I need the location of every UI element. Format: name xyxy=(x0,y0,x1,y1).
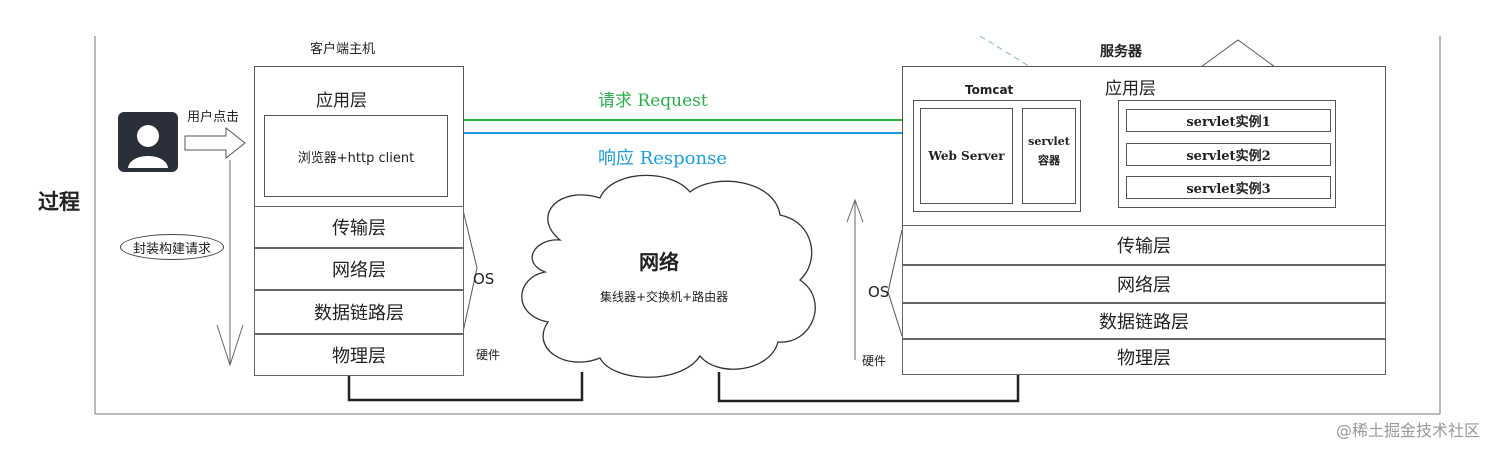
user-click-label: 用户点击 xyxy=(187,110,240,125)
client-os-label: OS xyxy=(473,270,495,288)
client-os-brace xyxy=(462,209,478,333)
server-os-brace xyxy=(887,229,903,337)
web-server-label: Web Server xyxy=(928,149,1005,163)
server-transport-label: 传输层 xyxy=(1117,236,1171,257)
client-datalink-layer: 数据链路层 xyxy=(254,290,464,334)
server-physical-label: 物理层 xyxy=(1117,348,1171,369)
server-transport-layer: 传输层 xyxy=(902,225,1386,265)
network-cloud-shape xyxy=(521,174,816,378)
client-datalink-label: 数据链路层 xyxy=(314,303,404,324)
server-network-label: 网络层 xyxy=(1117,275,1171,296)
server-app-layer-label: 应用层 xyxy=(1105,79,1156,99)
user-click-arrow xyxy=(184,126,246,160)
client-physical-label: 物理层 xyxy=(332,346,386,367)
client-physical-layer: 物理层 xyxy=(254,334,464,376)
server-network-layer: 网络层 xyxy=(902,265,1386,303)
client-hardware-label: 硬件 xyxy=(476,348,501,362)
server-os-label: OS xyxy=(868,283,890,301)
client-title: 客户端主机 xyxy=(310,42,376,57)
server-datalink-label: 数据链路层 xyxy=(1099,312,1189,333)
servlet-instance-1-label: servlet实例1 xyxy=(1186,115,1271,130)
client-network-layer: 网络层 xyxy=(254,248,464,290)
servlet-instance-2-label: servlet实例2 xyxy=(1186,149,1271,164)
tomcat-label: Tomcat xyxy=(965,83,1014,97)
server-physical-layer: 物理层 xyxy=(902,339,1386,375)
server-up-arrowhead xyxy=(846,198,864,223)
client-transport-layer: 传输层 xyxy=(254,206,464,248)
servlet-container-label-1: servlet xyxy=(1028,135,1070,148)
cloud-server-connector xyxy=(717,372,1020,403)
client-app-layer-label: 应用层 xyxy=(316,91,367,111)
encapsulate-label: 封装构建请求 xyxy=(132,241,211,257)
user-icon xyxy=(118,112,178,172)
servlet-instance-3-label: servlet实例3 xyxy=(1186,182,1271,197)
server-title: 服务器 xyxy=(1100,44,1142,60)
client-cloud-connector xyxy=(347,372,584,402)
servlet-instance-2: servlet实例2 xyxy=(1126,143,1331,166)
server-datalink-layer: 数据链路层 xyxy=(902,303,1386,339)
request-label: 请求 Request xyxy=(598,91,708,111)
browser-box: 浏览器+http client xyxy=(264,115,448,197)
servlet-instance-1: servlet实例1 xyxy=(1126,109,1331,132)
process-label: 过程 xyxy=(38,190,80,214)
client-network-label: 网络层 xyxy=(332,260,386,281)
encapsulate-request-ellipse: 封装构建请求 xyxy=(120,234,224,260)
watermark-text: @稀土掘金技术社区 xyxy=(1336,421,1481,440)
servlet-container-label-2: 容器 xyxy=(1038,154,1060,167)
response-label: 响应 Response xyxy=(598,148,728,169)
browser-label: 浏览器+http client xyxy=(297,150,415,166)
cloud-subtitle: 集线器+交换机+路由器 xyxy=(600,290,729,304)
cloud-title: 网络 xyxy=(639,250,679,274)
web-server-box: Web Server xyxy=(920,108,1013,204)
servlet-instance-3: servlet实例3 xyxy=(1126,176,1331,199)
server-hardware-label: 硬件 xyxy=(862,354,887,368)
client-down-arrowhead xyxy=(216,324,244,367)
servlet-container-box: servlet 容器 xyxy=(1022,108,1076,204)
client-transport-label: 传输层 xyxy=(332,218,386,239)
